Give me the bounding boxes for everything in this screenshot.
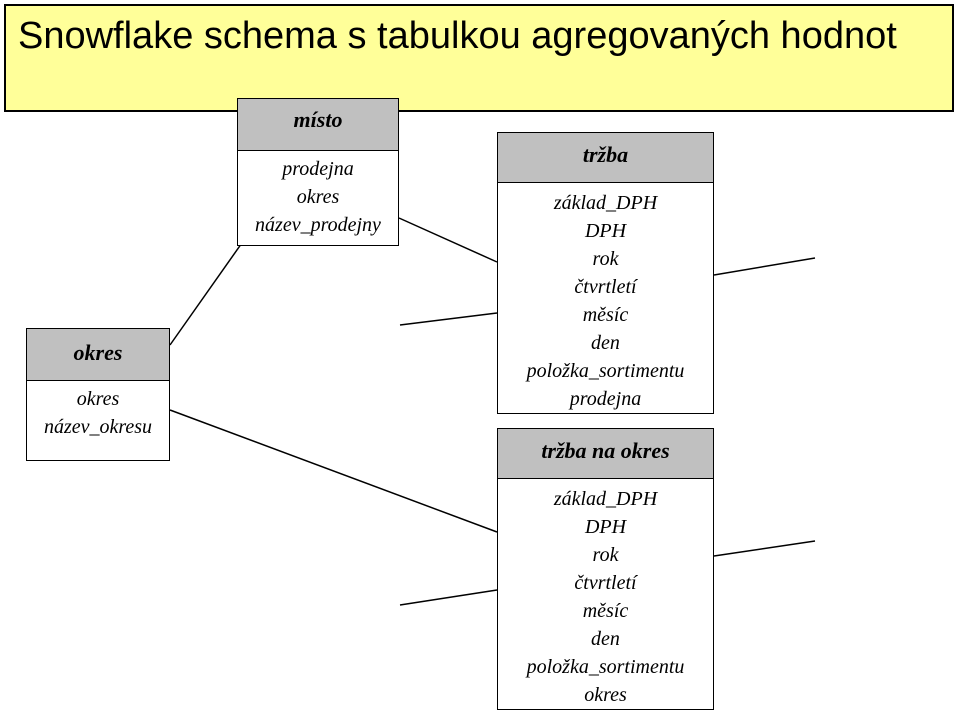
entity-trzba-na-okres-header: tržba na okres bbox=[498, 429, 713, 479]
field: základ_DPH bbox=[553, 488, 658, 510]
field: položka_sortimentu bbox=[526, 656, 685, 678]
entity-misto-fields: prodejna okres název_prodejny bbox=[238, 151, 398, 239]
link-trzba-na-okres-right-stub bbox=[713, 540, 816, 557]
entity-trzba-fields: základ_DPH DPH rok čtvrtletí měsíc den p… bbox=[498, 183, 713, 413]
entity-okres: okres okres název_okresu bbox=[26, 328, 170, 461]
entity-okres-fields: okres název_okresu bbox=[27, 381, 169, 441]
entity-trzba-na-okres: tržba na okres základ_DPH DPH rok čtvrtl… bbox=[497, 428, 714, 710]
link-trzba-na-okres-left-stub bbox=[399, 589, 498, 606]
field: měsíc bbox=[582, 304, 629, 326]
diagram-title: Snowflake schema s tabulkou agregovaných… bbox=[18, 15, 897, 57]
entity-trzba: tržba základ_DPH DPH rok čtvrtletí měsíc… bbox=[497, 132, 714, 414]
link-misto-okres bbox=[169, 239, 245, 346]
field: rok bbox=[592, 248, 619, 270]
field: okres bbox=[296, 186, 340, 208]
field: DPH bbox=[584, 220, 627, 242]
field: DPH bbox=[584, 516, 627, 538]
entity-misto: místo prodejna okres název_prodejny bbox=[237, 98, 399, 246]
entity-trzba-header: tržba bbox=[498, 133, 713, 183]
title-banner: Snowflake schema s tabulkou agregovaných… bbox=[4, 4, 954, 112]
link-trzba-right-stub bbox=[713, 257, 816, 276]
field: čtvrtletí bbox=[574, 276, 637, 298]
field: název_prodejny bbox=[255, 214, 381, 236]
field: okres bbox=[584, 684, 627, 706]
field: okres bbox=[76, 388, 120, 410]
field: základ_DPH bbox=[553, 192, 658, 214]
field: prodejna bbox=[282, 158, 354, 180]
field: čtvrtletí bbox=[574, 572, 637, 594]
field: prodejna bbox=[569, 388, 642, 410]
field: položka_sortimentu bbox=[526, 360, 685, 382]
field: měsíc bbox=[582, 600, 629, 622]
link-okres-trzba-na-okres bbox=[169, 409, 498, 533]
field: název_okresu bbox=[43, 416, 153, 438]
link-misto-trzba bbox=[398, 217, 498, 263]
field: den bbox=[591, 628, 620, 650]
entity-okres-header: okres bbox=[27, 329, 169, 381]
entity-misto-header: místo bbox=[238, 99, 398, 151]
field: rok bbox=[592, 544, 619, 566]
field: den bbox=[591, 332, 620, 354]
entity-trzba-na-okres-fields: základ_DPH DPH rok čtvrtletí měsíc den p… bbox=[498, 479, 713, 709]
link-trzba-left-stub bbox=[399, 312, 498, 326]
